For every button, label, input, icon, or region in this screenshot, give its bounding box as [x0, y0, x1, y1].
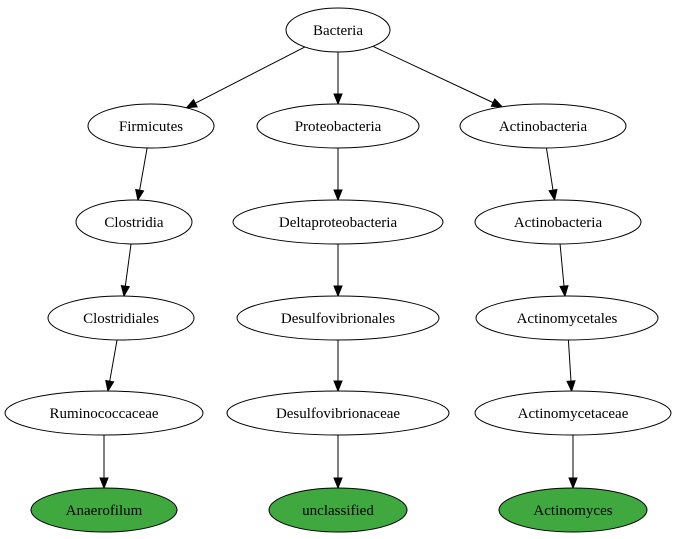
node-firmicutes: Firmicutes [87, 103, 215, 149]
node-ellipse [256, 103, 420, 149]
arrowhead [99, 477, 109, 490]
edge-desulfovibrionaceae-to-unclassified [333, 435, 343, 490]
edge-line [124, 243, 132, 287]
arrowhead [566, 380, 576, 393]
node-label: Ruminococcaceae [49, 406, 158, 422]
edge-line [109, 339, 118, 382]
edge-actinobacteria-phylum-to-actinobacteria-class [545, 147, 558, 202]
node-label: Desulfovibrionaceae [276, 406, 400, 422]
edge-line [559, 243, 565, 287]
node-clostridiales: Clostridiales [47, 295, 195, 341]
node-label: Deltaproteobacteria [279, 215, 398, 231]
node-ellipse [474, 390, 672, 436]
edge-deltaproteobacteria-to-desulfovibrionales [333, 244, 343, 298]
edge-clostridia-to-clostridiales [120, 243, 132, 298]
edge-line [139, 147, 148, 191]
edge-bacteria-to-proteobacteria [333, 52, 343, 106]
edge-actinobacteria-class-to-actinomycetales [559, 243, 569, 298]
edge-line [545, 147, 554, 191]
node-ellipse [285, 7, 391, 53]
node-ellipse [226, 390, 450, 436]
node-label: Actinobacteria [499, 119, 588, 135]
edge-ruminococcaceae-to-anaerofilum [99, 435, 109, 490]
node-actinomycetales: Actinomycetales [475, 295, 659, 341]
node-label: Proteobacteria [295, 119, 382, 135]
edge-bacteria-to-firmicutes [185, 46, 306, 109]
edge-clostridiales-to-ruminococcaceae [105, 339, 118, 393]
arrowhead [559, 285, 569, 298]
leaf-node-ellipse [268, 487, 408, 533]
edges-layer [99, 45, 578, 490]
arrowhead [490, 98, 504, 108]
node-ellipse [47, 295, 195, 341]
node-actinomycetaceae: Actinomycetaceae [474, 390, 672, 436]
node-proteobacteria: Proteobacteria [256, 103, 420, 149]
node-label: Actinomycetaceae [518, 406, 629, 422]
node-label: Firmicutes [119, 119, 183, 135]
edge-line [372, 45, 494, 104]
edge-bacteria-to-actinobacteria-phylum [372, 45, 504, 108]
node-label: Desulfovibrionales [281, 311, 395, 327]
leaf-node-ellipse [498, 487, 648, 533]
node-ellipse [4, 390, 204, 436]
node-ellipse [232, 199, 444, 245]
leaf-node-ellipse [30, 487, 178, 533]
arrowhead [120, 284, 131, 298]
edge-proteobacteria-to-deltaproteobacteria [333, 148, 343, 202]
node-label: Actinomycetales [517, 311, 618, 327]
node-actinomyces: Actinomyces [498, 487, 648, 533]
arrowhead [185, 98, 198, 109]
node-clostridia: Clostridia [75, 199, 193, 245]
node-desulfovibrionales: Desulfovibrionales [236, 295, 440, 341]
node-ellipse [75, 199, 193, 245]
node-desulfovibrionaceae: Desulfovibrionaceae [226, 390, 450, 436]
arrowhead [333, 285, 343, 298]
node-ruminococcaceae: Ruminococcaceae [4, 390, 204, 436]
edge-actinomycetales-to-actinomycetaceae [566, 339, 576, 393]
node-label: Actinobacteria [514, 215, 603, 231]
node-actinobacteria-class: Actinobacteria [474, 199, 642, 245]
node-deltaproteobacteria: Deltaproteobacteria [232, 199, 444, 245]
node-bacteria: Bacteria [285, 7, 391, 53]
node-ellipse [87, 103, 215, 149]
node-ellipse [475, 295, 659, 341]
node-label: Actinomyces [533, 503, 612, 519]
arrowhead [548, 188, 558, 202]
edge-line [567, 339, 572, 382]
arrowhead [105, 379, 115, 393]
arrowhead [568, 477, 578, 490]
edge-desulfovibrionales-to-desulfovibrionaceae [333, 340, 343, 393]
node-label: Clostridia [104, 215, 164, 231]
node-ellipse [459, 103, 627, 149]
node-label: Bacteria [313, 23, 363, 39]
node-actinobacteria-phylum: Actinobacteria [459, 103, 627, 149]
arrowhead [333, 93, 343, 106]
arrowhead [333, 380, 343, 393]
edge-line [195, 46, 306, 104]
arrowhead [135, 188, 145, 202]
node-anaerofilum: Anaerofilum [30, 487, 178, 533]
edge-firmicutes-to-clostridia [135, 147, 148, 202]
node-label: unclassified [302, 503, 374, 519]
edge-actinomycetaceae-to-actinomyces [568, 435, 578, 490]
node-label: Anaerofilum [66, 503, 143, 519]
node-label: Clostridiales [83, 311, 159, 327]
arrowhead [333, 477, 343, 490]
arrowhead [333, 189, 343, 202]
node-ellipse [236, 295, 440, 341]
node-unclassified: unclassified [268, 487, 408, 533]
node-ellipse [474, 199, 642, 245]
